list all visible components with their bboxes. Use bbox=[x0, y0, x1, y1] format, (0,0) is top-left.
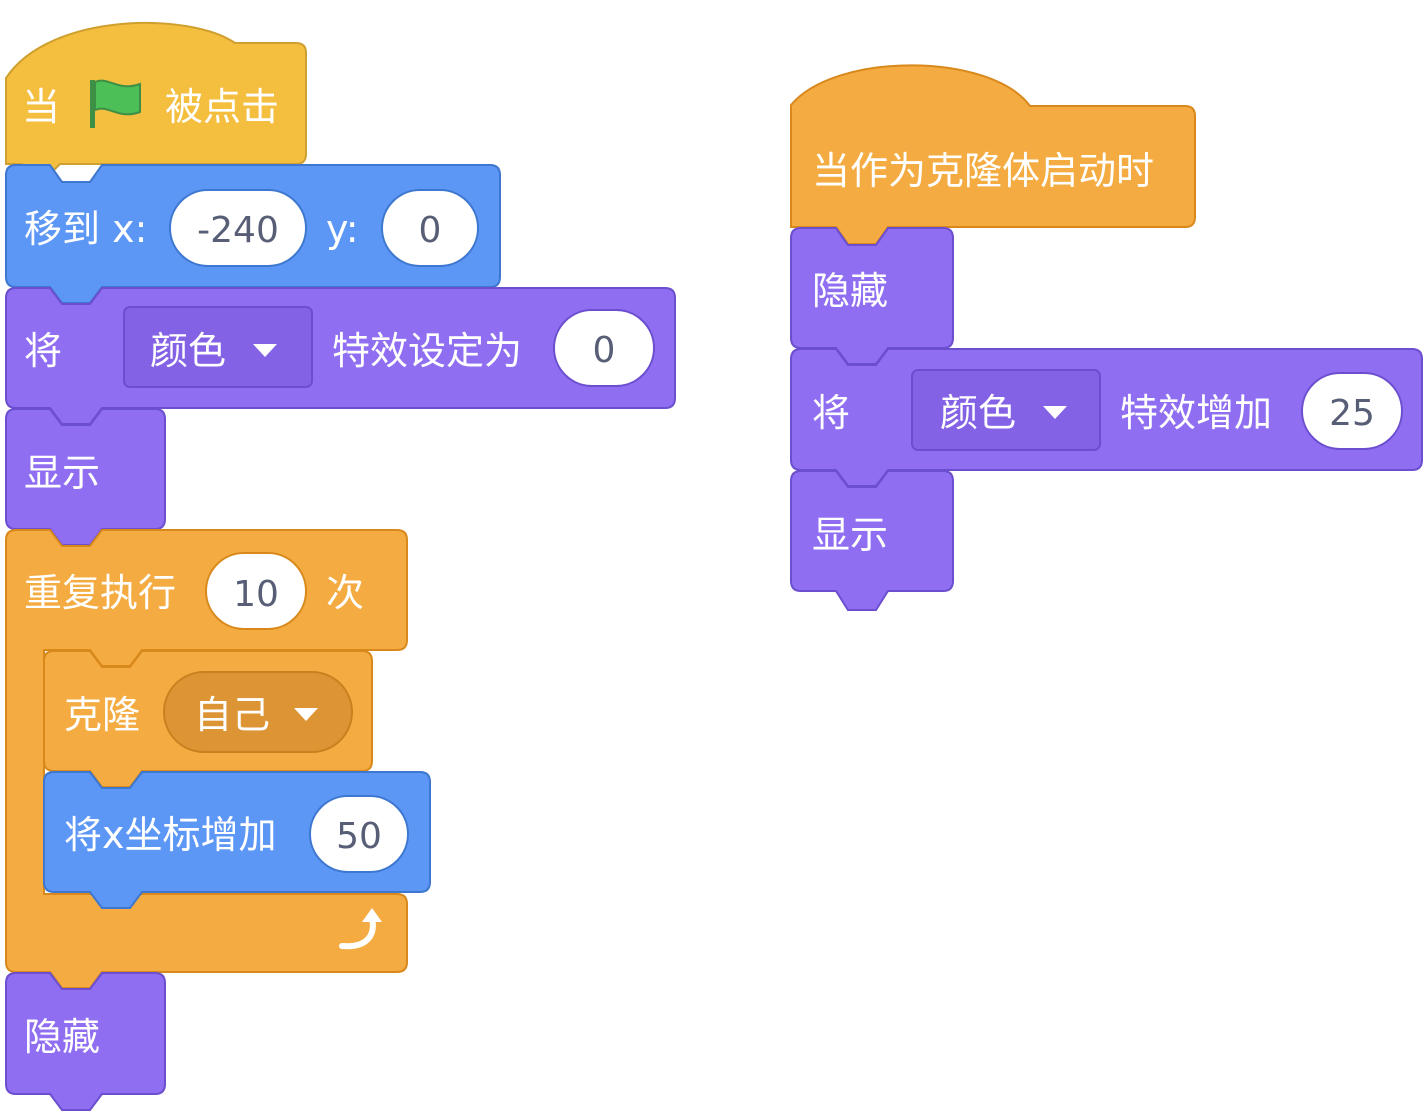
clicked-label: 被点击 bbox=[165, 85, 279, 129]
hide-label: 隐藏 bbox=[812, 269, 888, 313]
loop-arrow-icon bbox=[339, 908, 382, 950]
clone-target-dropdown[interactable] bbox=[163, 671, 353, 753]
effect-dropdown[interactable] bbox=[123, 306, 313, 388]
goto-xy-block[interactable]: 移到 x: -240 y: 0 bbox=[5, 164, 501, 304]
x-input[interactable] bbox=[169, 189, 307, 267]
change-x-value: 50 bbox=[336, 816, 382, 857]
chevron-down-icon bbox=[294, 708, 318, 721]
hide-block[interactable]: 隐藏 bbox=[5, 972, 166, 1111]
repeat-block[interactable]: 重复执行 10 次 bbox=[5, 529, 408, 989]
when-flag-clicked-block[interactable]: 当 被点击 bbox=[5, 21, 307, 185]
y-input[interactable] bbox=[381, 189, 479, 267]
change-x-label: 将x坐标增加 bbox=[64, 813, 277, 857]
script-green-flag[interactable]: 当 被点击 移到 x: -240 y: 0 将 颜色 特效设定为 bbox=[5, 21, 676, 1111]
clone-start-label: 当作为克隆体启动时 bbox=[812, 149, 1154, 193]
create-clone-block[interactable]: 克隆 自己 bbox=[43, 650, 373, 788]
clone-label: 克隆 bbox=[64, 693, 140, 737]
repeat-suffix: 次 bbox=[326, 571, 364, 615]
show-block[interactable]: 显示 bbox=[5, 408, 166, 546]
change-effect-label: 将 bbox=[812, 391, 850, 435]
when-clone-starts-block[interactable]: 当作为克隆体启动时 bbox=[790, 64, 1196, 245]
x-value: -240 bbox=[197, 210, 279, 251]
script-clone-start[interactable]: 当作为克隆体启动时 隐藏 将 颜色 特效增加 25 显示 bbox=[790, 64, 1423, 611]
clone-target-label: 自己 bbox=[194, 693, 270, 737]
show-block[interactable]: 显示 bbox=[790, 470, 954, 611]
y-label: y: bbox=[326, 207, 359, 251]
change-effect-value: 25 bbox=[1329, 393, 1375, 434]
goto-label: 移到 x: bbox=[24, 207, 147, 251]
hide-block[interactable]: 隐藏 bbox=[790, 227, 954, 365]
effect-dropdown[interactable] bbox=[911, 369, 1101, 451]
effect-dropdown-label: 颜色 bbox=[150, 329, 226, 373]
effect-value: 0 bbox=[593, 330, 616, 371]
effect-value-input[interactable] bbox=[553, 309, 655, 387]
change-effect-block[interactable]: 将 颜色 特效增加 25 bbox=[790, 348, 1423, 487]
show-label: 显示 bbox=[24, 451, 100, 495]
when-label: 当 bbox=[22, 85, 60, 129]
y-value: 0 bbox=[419, 210, 442, 251]
repeat-label: 重复执行 bbox=[24, 571, 176, 615]
show-label: 显示 bbox=[812, 513, 888, 557]
green-flag-icon bbox=[90, 79, 141, 128]
change-x-block[interactable]: 将x坐标增加 50 bbox=[43, 771, 431, 909]
chevron-down-icon bbox=[253, 344, 277, 357]
change-by-label: 特效增加 bbox=[1120, 391, 1272, 435]
effect-dropdown-label: 颜色 bbox=[940, 391, 1016, 435]
set-effect-label: 将 bbox=[24, 329, 62, 373]
set-effect-block[interactable]: 将 颜色 特效设定为 0 bbox=[5, 287, 676, 425]
repeat-times-value: 10 bbox=[233, 574, 279, 615]
repeat-times-input[interactable] bbox=[205, 552, 307, 630]
hide-label: 隐藏 bbox=[24, 1015, 100, 1059]
set-to-label: 特效设定为 bbox=[332, 329, 522, 373]
change-effect-input[interactable] bbox=[1301, 372, 1403, 450]
change-x-input[interactable] bbox=[309, 795, 409, 873]
chevron-down-icon bbox=[1043, 406, 1067, 419]
